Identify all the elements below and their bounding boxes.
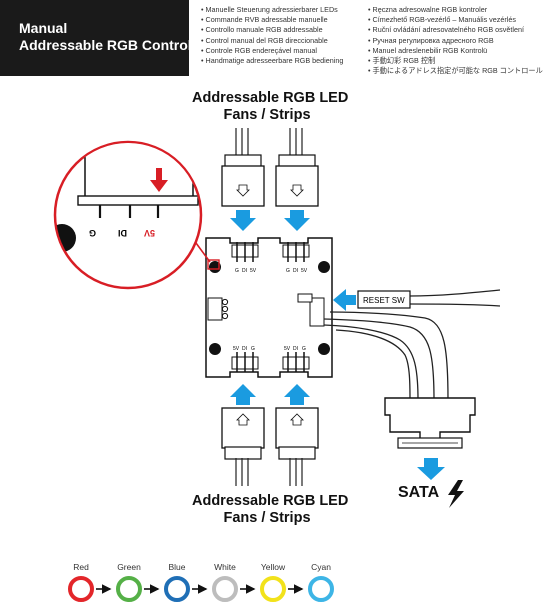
top-heading: Addressable RGB LED Fans / Strips bbox=[192, 90, 349, 124]
arrow-up-left bbox=[230, 384, 256, 405]
title-line-1: Manual bbox=[19, 20, 68, 36]
hub-label-top-left-g: G bbox=[235, 268, 239, 274]
translations-col-2: Ręczna adresowalne RGB kontroler Címezhe… bbox=[368, 5, 543, 76]
hub-label-bottom-right-di: DI bbox=[293, 346, 298, 352]
cycle-yellow-ring bbox=[260, 576, 286, 602]
arrow-down-sata bbox=[417, 458, 445, 480]
translation-line: Manuelle Steuerung adressierbarer LEDs bbox=[201, 5, 343, 15]
color-cycle bbox=[68, 576, 334, 602]
translation-line: Commande RVB adressable manuelle bbox=[201, 15, 343, 25]
cycle-label-blue: Blue bbox=[168, 562, 186, 572]
hub-label-bottom-right-g: G bbox=[302, 346, 306, 352]
translation-line: 手動幻彩 RGB 控制 bbox=[368, 56, 543, 66]
hub-label-top-left-di: DI bbox=[242, 268, 247, 274]
top-heading-line-1: Addressable RGB LED bbox=[192, 90, 349, 106]
translation-line: Handmatige adresseerbare RGB bediening bbox=[201, 56, 344, 66]
hub-label-top-right-di: DI bbox=[293, 268, 298, 274]
zoom-label-g: G bbox=[89, 228, 96, 238]
hub-label-top-left-5v: 5V bbox=[250, 268, 257, 274]
zoom-label-di: DI bbox=[118, 228, 127, 238]
hub-label-bottom-left-g: G bbox=[251, 346, 255, 352]
translation-line: Controllo manuale RGB addressable bbox=[201, 25, 343, 35]
translation-line: Ręczna adresowalne RGB kontroler bbox=[368, 5, 543, 15]
translation-line: Controle RGB endereçável manual bbox=[201, 46, 343, 56]
cycle-label-cyan: Cyan bbox=[311, 562, 331, 572]
bottom-heading-line-1: Addressable RGB LED bbox=[192, 493, 349, 509]
hub-label-bottom-right-5v: 5V bbox=[284, 346, 291, 352]
arrow-up-right bbox=[284, 384, 310, 405]
hub-label-bottom-left-di: DI bbox=[242, 346, 247, 352]
title-block: Manual Addressable RGB Control bbox=[0, 0, 192, 76]
bottom-connector-left bbox=[221, 407, 265, 486]
cycle-green-ring bbox=[116, 576, 142, 602]
cycle-cyan-ring bbox=[308, 576, 334, 602]
zoom-label-5v: 5V bbox=[144, 228, 155, 238]
reset-sw-label: RESET SW bbox=[363, 296, 405, 305]
hub-board bbox=[205, 237, 333, 378]
translation-line: Ручная регулировка адресного RGB bbox=[368, 36, 543, 46]
translation-line: Control manual del RGB direccionable bbox=[201, 36, 343, 46]
zoom-detail bbox=[53, 140, 220, 290]
translations-col-1: Manuelle Steuerung adressierbarer LEDs C… bbox=[201, 5, 344, 66]
arrow-down-right bbox=[284, 210, 310, 231]
hub-label-top-right-5v: 5V bbox=[301, 268, 308, 274]
top-heading-line-2: Fans / Strips bbox=[223, 107, 311, 123]
top-connector-left bbox=[221, 128, 265, 207]
translation-line: 手動によるアドレス指定が可能な RGB コントロール bbox=[368, 66, 543, 76]
translation-line: Ruční ovládání adresovatelného RGB osvět… bbox=[368, 25, 543, 35]
cycle-label-green: Green bbox=[117, 562, 141, 572]
lightning-icon bbox=[448, 480, 464, 508]
sata-cable bbox=[323, 311, 449, 401]
sata-connector bbox=[384, 397, 476, 449]
bottom-heading-line-2: Fans / Strips bbox=[223, 510, 311, 526]
translation-line: Címezhető RGB-vezérlő – Manuális vezérlé… bbox=[368, 15, 543, 25]
cycle-label-yellow: Yellow bbox=[260, 562, 286, 572]
cycle-white-ring bbox=[212, 576, 238, 602]
hub-label-bottom-left-5v: 5V bbox=[233, 346, 240, 352]
sata-label: SATA bbox=[398, 484, 440, 501]
title-line-2: Addressable RGB Control bbox=[19, 37, 192, 53]
cycle-label-red: Red bbox=[73, 562, 89, 572]
arrow-left-reset bbox=[333, 289, 356, 311]
cycle-blue-ring bbox=[164, 576, 190, 602]
cycle-red-ring bbox=[68, 576, 94, 602]
translation-line: Manuel adreslenebilir RGB Kontrolü bbox=[368, 46, 543, 56]
reset-switch-cable bbox=[357, 289, 501, 309]
cycle-label-white: White bbox=[214, 562, 236, 572]
arrow-down-left bbox=[230, 210, 256, 231]
hub-label-top-right-g: G bbox=[286, 268, 290, 274]
bottom-heading: Addressable RGB LED Fans / Strips bbox=[192, 493, 349, 527]
top-connector-right bbox=[275, 128, 319, 207]
bottom-connector-right bbox=[275, 407, 319, 486]
